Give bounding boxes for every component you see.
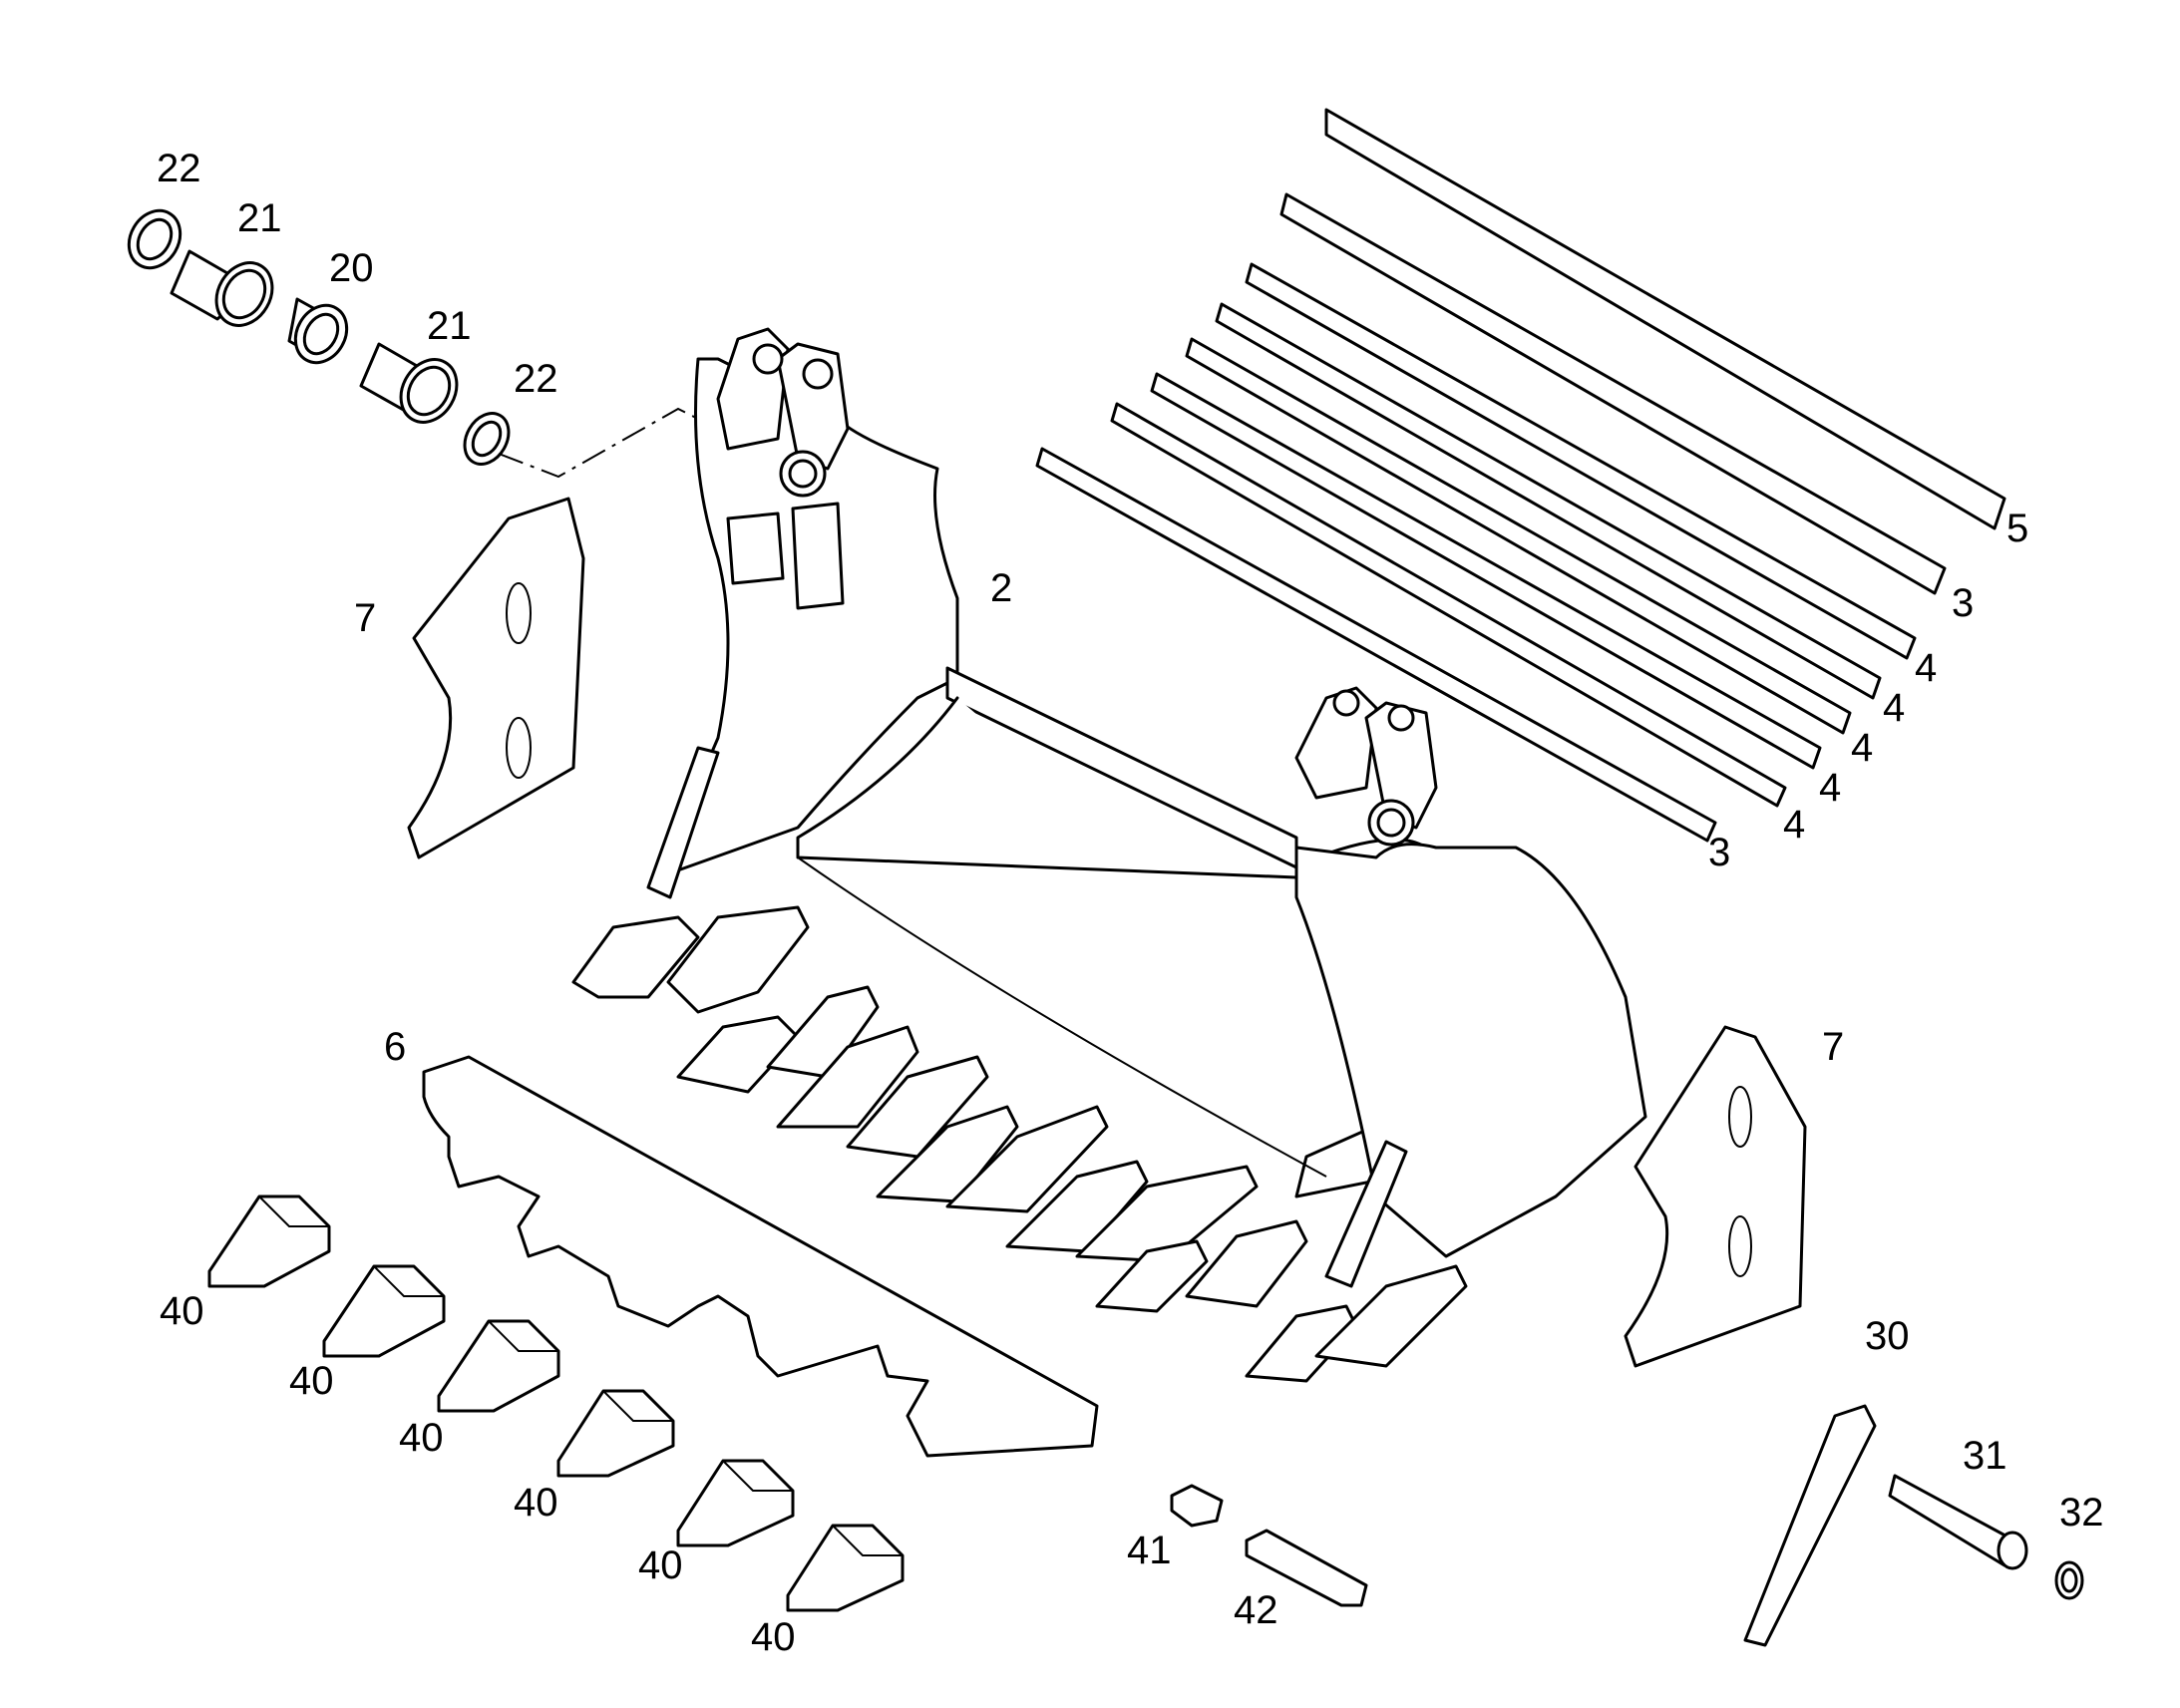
callout-41: 41 — [1127, 1529, 1172, 1572]
spacer-20 — [287, 297, 349, 365]
callout-4-a: 4 — [1915, 646, 1937, 690]
callout-22-top: 22 — [157, 147, 201, 190]
callout-32: 32 — [2059, 1491, 2104, 1535]
callout-7-left: 7 — [354, 596, 376, 640]
callout-4-d: 4 — [1819, 766, 1841, 810]
side-cutter-hole — [506, 582, 532, 644]
assembly-leader-line — [498, 407, 719, 479]
callout-40-2: 40 — [289, 1359, 334, 1403]
callout-40-5: 40 — [638, 1543, 683, 1587]
callout-4-e: 4 — [1783, 803, 1805, 847]
callout-3-bottom: 3 — [1708, 831, 1730, 874]
lock-42 — [1245, 1529, 1368, 1607]
bushing-21-bottom — [359, 342, 459, 424]
side-cutter-7-right — [1624, 1025, 1807, 1368]
callout-30: 30 — [1865, 1314, 1910, 1358]
tooth-40 — [556, 1389, 675, 1478]
tooth-40 — [437, 1319, 560, 1413]
callout-3-top: 3 — [1952, 581, 1974, 625]
callout-6: 6 — [384, 1025, 406, 1069]
callout-7-right: 7 — [1822, 1025, 1844, 1069]
callout-21-bottom: 21 — [427, 304, 472, 348]
bushing-21-top — [170, 249, 274, 327]
side-cutter-hole — [1728, 1086, 1752, 1148]
wear-strips — [1035, 108, 2006, 843]
side-cutter-hole — [506, 717, 532, 779]
wear-bar-30 — [1743, 1404, 1877, 1647]
callout-40-6: 40 — [751, 1615, 796, 1659]
tooth-40 — [322, 1264, 446, 1358]
washer-22-top — [127, 208, 182, 270]
retainer-41 — [1170, 1484, 1224, 1528]
callout-40-1: 40 — [160, 1289, 204, 1333]
callout-22-bottom: 22 — [514, 357, 558, 401]
callout-20: 20 — [329, 246, 374, 290]
tooth-40 — [786, 1524, 905, 1612]
callout-21-top: 21 — [237, 196, 282, 240]
callout-4-c: 4 — [1851, 726, 1873, 770]
bucket-body-2 — [646, 327, 1647, 1288]
callout-40-3: 40 — [399, 1416, 444, 1460]
side-cutter-hole — [1728, 1215, 1752, 1277]
callout-42: 42 — [1234, 1588, 1278, 1632]
tooth-40 — [207, 1195, 331, 1288]
washer-22-bottom — [463, 412, 511, 466]
callout-4-b: 4 — [1883, 686, 1905, 730]
tooth-40 — [676, 1459, 795, 1547]
bucket-teeth — [571, 905, 1468, 1383]
pin-31 — [1888, 1474, 2028, 1570]
washer-32 — [2054, 1560, 2084, 1600]
lip-shroud-6 — [422, 1055, 1099, 1458]
callout-31: 31 — [1963, 1434, 2007, 1478]
callout-5: 5 — [2006, 507, 2028, 550]
callout-2: 2 — [990, 566, 1012, 610]
callout-40-4: 40 — [514, 1481, 558, 1525]
side-cutter-7-left — [407, 497, 585, 859]
